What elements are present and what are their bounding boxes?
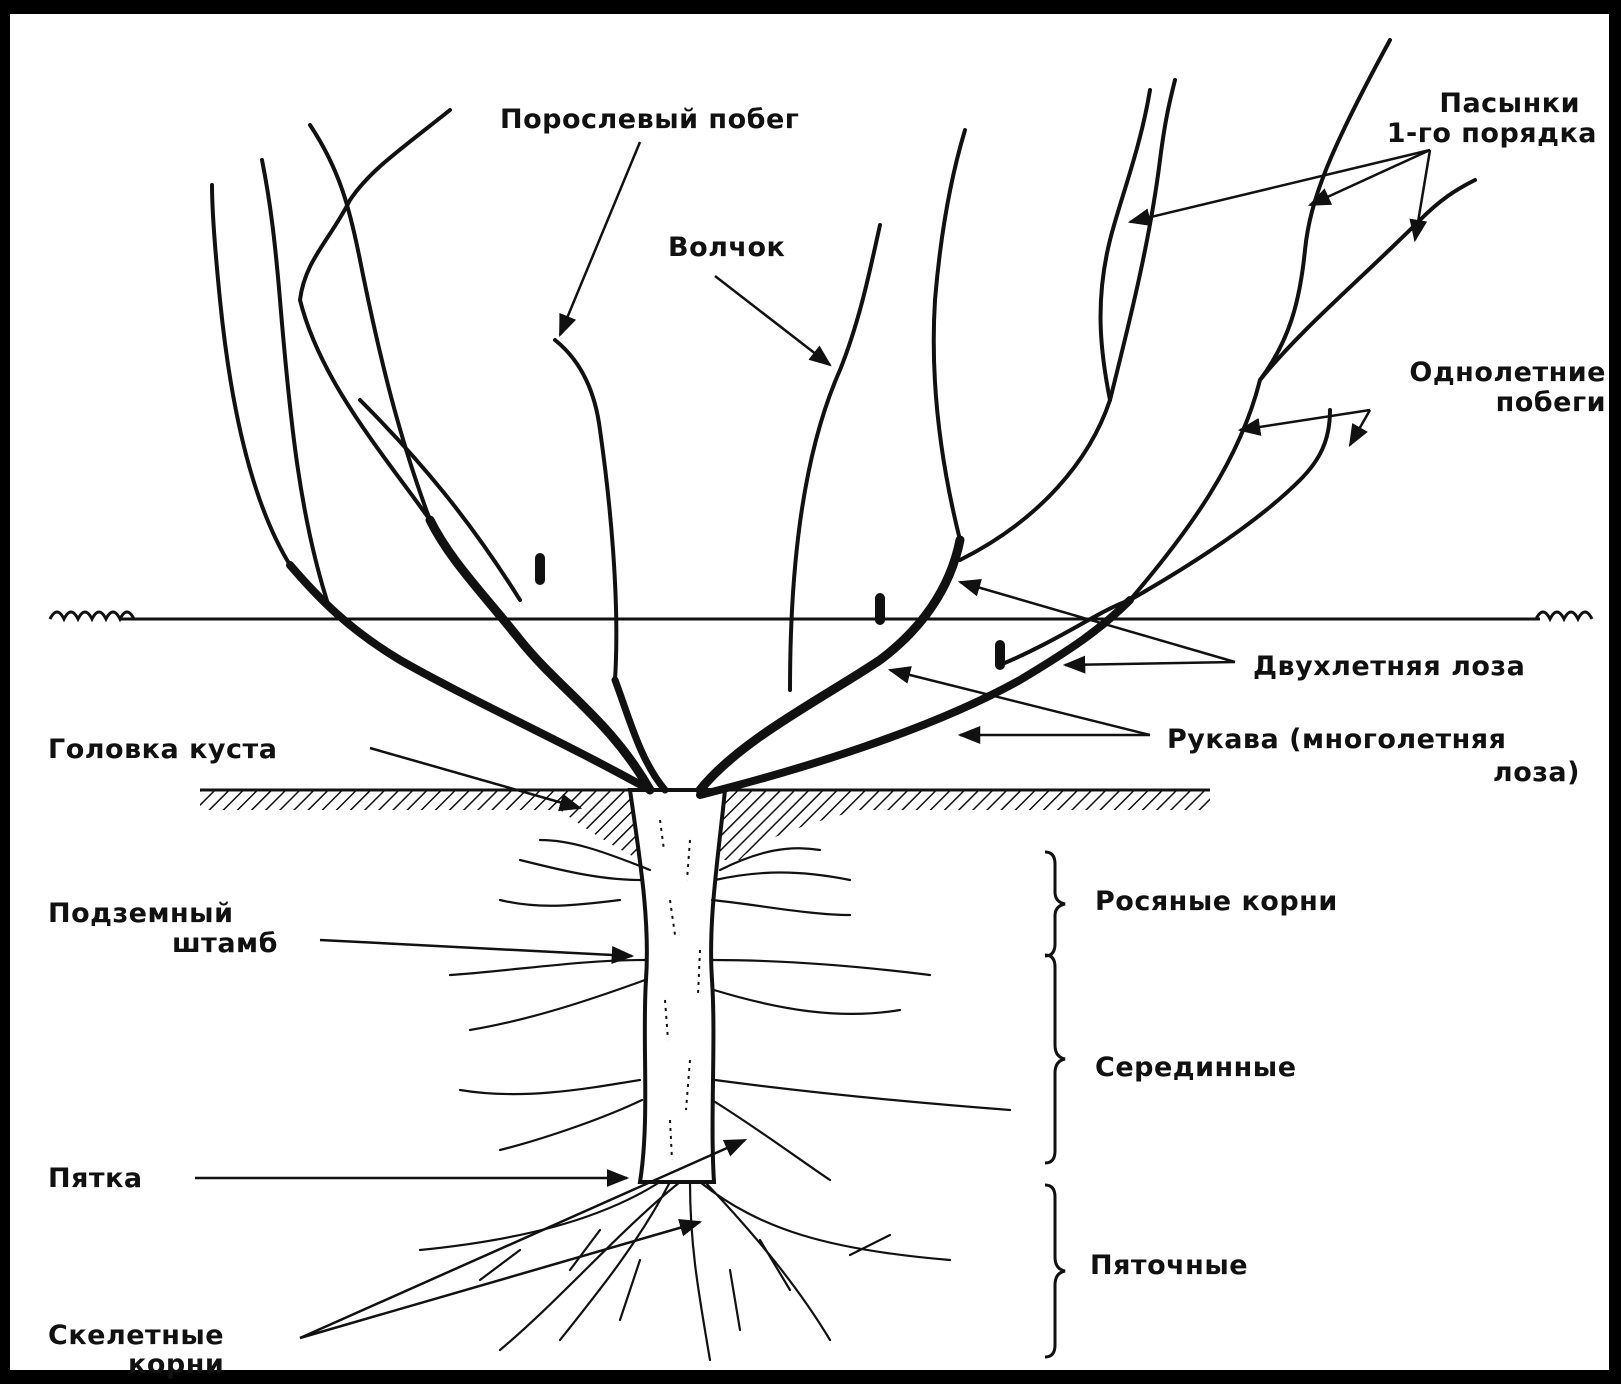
trellis-wire: [50, 612, 1592, 619]
label-pasynki-order: 1-го порядка: [1330, 118, 1597, 149]
annual-shoots: [212, 40, 1475, 690]
label-podzemny: Подземный: [48, 898, 234, 929]
label-shtamb: штамб: [172, 928, 278, 959]
underground-trunk: [630, 790, 725, 1182]
roots: [420, 840, 1010, 1360]
label-seredinnye: Серединные: [1095, 1052, 1297, 1083]
label-pobegi: побеги: [1330, 387, 1606, 418]
label-korni: корни: [128, 1349, 224, 1380]
label-rosyanye-korni: Росяные корни: [1095, 886, 1338, 917]
label-golovka-kusta: Головка куста: [48, 734, 277, 765]
root-zone-braces: [1045, 852, 1065, 1357]
label-pyatochnye: Пяточные: [1090, 1250, 1248, 1281]
label-volchok: Волчок: [668, 232, 785, 263]
vine-arms: [290, 520, 1130, 795]
label-mnogoletnyaya-loza: лоза): [1330, 757, 1580, 788]
label-dvuhletnyaya-loza: Двухлетняя лоза: [1253, 651, 1525, 682]
label-pyatka: Пятка: [48, 1163, 143, 1194]
label-skeletnye: Скелетные: [48, 1320, 224, 1351]
label-rukava: Рукава (многолетняя: [1167, 724, 1506, 755]
label-odnoletnie: Однолетние: [1330, 357, 1606, 388]
label-pasynki: Пасынки: [1330, 88, 1580, 119]
label-porosleviy-pobeg: Порослевый побег: [500, 104, 799, 135]
